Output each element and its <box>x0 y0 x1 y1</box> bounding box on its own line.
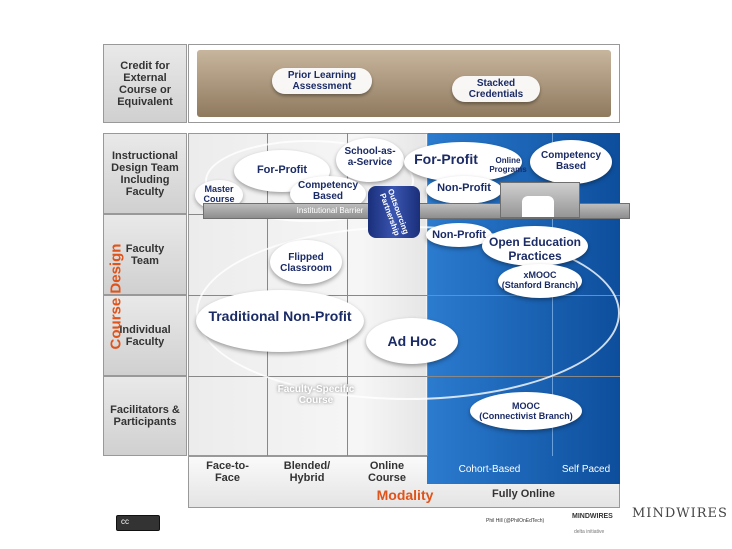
cloud-shape <box>270 240 342 284</box>
cloud-prior-learning: Prior Learning Assessment <box>272 68 372 94</box>
brand-logo: MINDWIRES <box>632 506 728 521</box>
credit-line: Phil Hill (@PhilOnEdTech) <box>486 518 545 524</box>
cloud-online-programs: Online Programs <box>489 156 527 174</box>
cloud-non-profit-mid: Non-Profit <box>432 229 486 241</box>
cloud-shape <box>426 223 492 247</box>
cc-license-text: cc <box>121 517 129 526</box>
col-label-online: Online Course <box>368 460 406 484</box>
cloud-non-profit-top: Non-Profit <box>437 182 491 194</box>
row-label-facilitators: Facilitators & Participants <box>103 376 187 456</box>
cloud-flipped: Flipped Classroom <box>280 252 332 274</box>
cloud-oep: Open Education Practices <box>488 235 581 263</box>
fully-online-band <box>427 456 620 484</box>
credit-bar <box>197 50 611 117</box>
mid-logo-sub: delta initiative <box>574 529 605 535</box>
cc-license-badge <box>116 515 160 531</box>
col-label-fully-online: Fully Online <box>492 488 555 500</box>
row-label-faculty-team: Faculty Team <box>103 214 187 295</box>
cloud-school-service: School-as- a-Service <box>344 146 396 168</box>
cloud-shape <box>366 318 458 364</box>
outsourcing-cylinder <box>368 186 420 238</box>
cloud-competency-left: Competency Based <box>297 180 358 202</box>
institutional-barrier-label: Institutional Barrier <box>296 206 364 215</box>
row-label-instructional: Instructional Design Team Including Facu… <box>103 133 187 214</box>
cloud-shape <box>196 290 364 352</box>
cloud-shape <box>530 140 612 184</box>
cloud-shape <box>482 226 588 266</box>
row-label-individual: Individual Faculty <box>103 295 187 376</box>
col-label-blended: Blended/ Hybrid <box>283 460 331 484</box>
cloud-for-profit-left: For-Profit <box>256 164 308 176</box>
cloud-competency-right: Competency Based <box>540 150 601 172</box>
row-label-credit: Credit for External Course or Equivalent <box>103 44 187 123</box>
cloud-stacked-credentials: Stacked Credentials <box>452 76 540 102</box>
x-axis-label: Modality <box>376 487 434 503</box>
col-label-cohort: Cohort-Based <box>458 464 521 475</box>
cloud-for-profit-right: For-Profit <box>414 151 478 167</box>
mid-logo: MINDWIRES <box>572 513 613 520</box>
cloud-shape <box>426 176 502 204</box>
cloud-faculty-specific: Faculty-Specific Course <box>277 384 355 406</box>
cloud-traditional: Traditional Non-Profit <box>208 308 352 324</box>
cloud-shape <box>470 392 582 430</box>
col-label-self-paced: Self Paced <box>561 464 611 475</box>
cloud-ad-hoc: Ad Hoc <box>387 333 437 349</box>
col-label-face: Face-to- Face <box>206 460 249 484</box>
cloud-xmooc: xMOOC (Stanford Branch) <box>501 270 579 290</box>
cloud-shape <box>336 138 404 182</box>
cloud-master-course: Master Course <box>203 184 235 204</box>
cloud-shape <box>404 142 522 182</box>
barrier-gap <box>522 196 554 217</box>
large-cloud-outline <box>205 140 414 222</box>
y-axis-label: Course Design <box>107 243 125 350</box>
cloud-shape <box>498 264 582 298</box>
cloud-mooc: MOOC (Connectivist Branch) <box>479 401 573 421</box>
